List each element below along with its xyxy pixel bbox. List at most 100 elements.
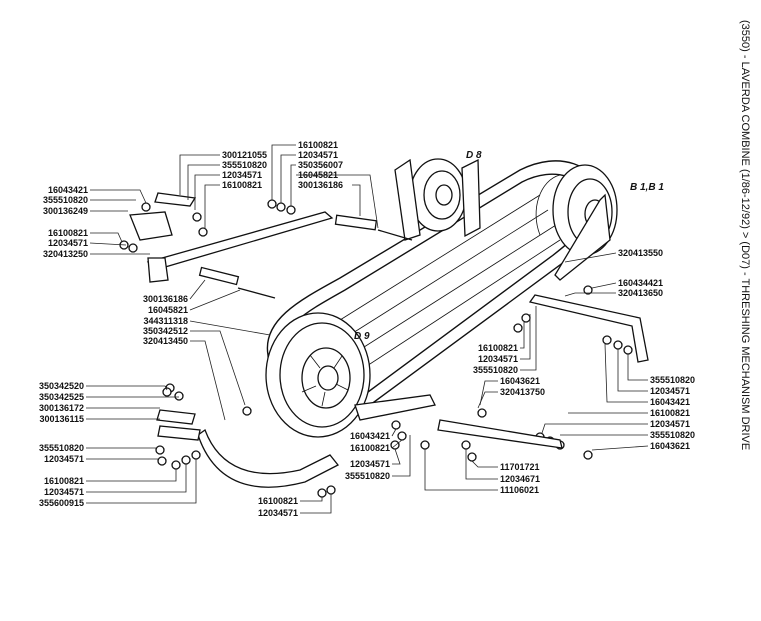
leader-line — [300, 497, 323, 502]
part-number-label: 16100821 — [258, 496, 298, 506]
part-number-label: 16043621 — [650, 441, 690, 451]
leader-line — [89, 242, 127, 246]
leader-line — [541, 423, 648, 434]
part-number-label: 300136172 — [39, 403, 84, 413]
part-number-labels: 3001210553555108201203457116100821161008… — [39, 140, 695, 518]
leader-line — [296, 174, 379, 229]
part-number-label: 350342520 — [39, 381, 84, 391]
page-title: (3550) - LAVERDA COMBINE (1/86-12/92) > … — [739, 20, 751, 450]
leader-line — [86, 385, 168, 391]
part-number-label: 160434421 — [618, 278, 663, 288]
part-number-label: 355510820 — [650, 430, 695, 440]
leader-line — [604, 343, 648, 403]
part-number-label: 300136186 — [143, 294, 188, 304]
part-number-label: 355510820 — [650, 375, 695, 385]
leader-line — [300, 494, 332, 514]
part-number-label: 12034571 — [650, 386, 690, 396]
part-number-label: 16100821 — [350, 443, 390, 453]
part-number-label: 320413450 — [143, 336, 188, 346]
group-labels: D 8 B 1,B 1 D 9 — [354, 150, 664, 342]
leader-line — [90, 189, 147, 204]
leader-line — [591, 282, 617, 289]
leader-line — [190, 340, 226, 421]
part-number-label: 350356007 — [298, 160, 343, 170]
group-label-d8: D 8 — [466, 150, 482, 161]
leader-line — [189, 320, 271, 336]
part-number-label: 16100821 — [48, 228, 88, 238]
part-number-label: 355510820 — [222, 160, 267, 170]
lower-belt-guard — [197, 428, 340, 488]
leader-line — [591, 445, 649, 451]
leader-line — [86, 469, 177, 482]
leader-line — [520, 314, 531, 360]
part-number-label: 320413650 — [618, 288, 663, 298]
part-number-label: 16100821 — [650, 408, 690, 418]
leader-line — [391, 439, 403, 449]
leader-line — [352, 184, 361, 216]
part-number-label: 16100821 — [478, 343, 518, 353]
part-number-label: 11701721 — [500, 462, 540, 472]
leader-line — [479, 380, 498, 406]
leader-line — [189, 279, 206, 300]
leader-line — [627, 354, 648, 381]
leader-line — [86, 459, 197, 504]
leader-line — [90, 232, 123, 243]
part-number-label: 355600915 — [39, 498, 84, 508]
part-number-label: 300136115 — [39, 414, 84, 424]
part-number-label: 16100821 — [298, 140, 338, 150]
pulley-d8 — [394, 158, 481, 241]
part-number-label: 16100821 — [222, 180, 262, 190]
part-number-label: 12034571 — [478, 354, 518, 364]
pulley-d9 — [265, 312, 371, 438]
leader-line — [190, 330, 246, 406]
leader-line — [471, 460, 498, 468]
leader-line — [392, 435, 411, 477]
part-number-label: 355510820 — [473, 365, 518, 375]
part-number-label: 300136249 — [43, 206, 88, 216]
leader-line — [290, 164, 296, 206]
part-number-label: 344311318 — [143, 316, 188, 326]
group-label-b1: B 1,B 1 — [630, 182, 664, 193]
part-number-label: 300136186 — [298, 180, 343, 190]
part-number-label: 16043421 — [650, 397, 690, 407]
leader-line — [179, 154, 220, 195]
part-number-label: 12034671 — [500, 474, 540, 484]
leader-line — [424, 449, 498, 491]
part-number-label: 12034571 — [44, 454, 84, 464]
leader-line — [280, 154, 296, 203]
leader-line — [189, 289, 241, 311]
leader-line — [194, 174, 220, 210]
bracket-upper-right — [528, 294, 649, 363]
leader-line — [477, 391, 498, 409]
part-number-label: 12034571 — [222, 170, 262, 180]
upper-tension-bar — [146, 211, 334, 271]
part-number-label: 16043421 — [350, 431, 390, 441]
part-number-label: 16043421 — [48, 185, 88, 195]
leader-line — [520, 306, 537, 371]
group-label-d9: D 9 — [354, 331, 370, 342]
part-number-label: 11106021 — [500, 485, 539, 495]
leader-line — [391, 428, 397, 437]
part-number-label: 355510820 — [345, 471, 390, 481]
leader-line — [187, 164, 220, 200]
part-number-label: 320413250 — [43, 249, 88, 259]
part-number-label: 12034571 — [298, 150, 338, 160]
part-number-label: 300121055 — [222, 150, 267, 160]
part-number-label: 320413750 — [500, 387, 545, 397]
part-number-label: 355510820 — [43, 195, 88, 205]
bracket-lower-right — [437, 419, 563, 449]
drawing — [119, 158, 649, 498]
part-number-label: 320413550 — [618, 248, 663, 258]
leader-line — [564, 292, 616, 297]
leader-line — [271, 144, 296, 200]
part-number-label: 350342512 — [143, 326, 188, 336]
part-number-label: 16043621 — [500, 376, 540, 386]
part-number-label: 16045821 — [148, 305, 188, 315]
leader-line — [204, 184, 220, 228]
part-number-label: 355510820 — [39, 443, 84, 453]
leader-line — [617, 349, 648, 392]
leader-line — [86, 464, 187, 493]
leader-line — [564, 252, 617, 263]
part-number-label: 12034571 — [44, 487, 84, 497]
